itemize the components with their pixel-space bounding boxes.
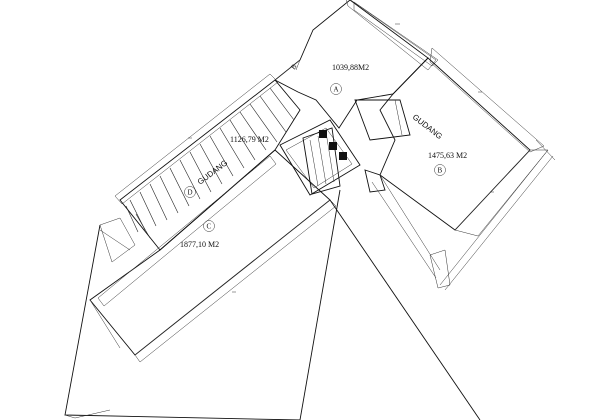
zone-d-hatch (125, 87, 295, 239)
zone-b-area-label: 1475,63 M2 (428, 151, 467, 160)
zone-c-area-label: 1877,10 M2 (180, 240, 219, 249)
zone-b-name-label: GUDANG (411, 112, 444, 141)
zone-a-marker: A (330, 83, 342, 95)
small-marker-1: B (289, 62, 298, 71)
zone-c-marker-letter: C (207, 223, 212, 231)
zone-d-area-label: 1126,79 M2 (230, 135, 269, 144)
zone-c-marker: C (203, 220, 215, 232)
core-stairs (279, 99, 411, 196)
small-marker-4: B (342, 151, 347, 159)
zone-b-outline (379, 47, 556, 291)
zone-c-outline (89, 149, 337, 363)
zone-a-marker-letter: A (334, 86, 339, 94)
small-marker-3: B (332, 141, 337, 149)
small-marker-2: B (322, 129, 327, 137)
zone-b-marker-letter: B (438, 167, 443, 175)
zone-d-marker: D (184, 186, 196, 198)
dimension-marks (188, 23, 494, 293)
zone-a-area-label: 1039,88M2 (332, 63, 369, 72)
site-boundary (64, 174, 481, 420)
zone-d-marker-letter: D (188, 189, 193, 197)
zone-d-outline (114, 59, 301, 251)
zone-b-marker: B (434, 164, 446, 176)
